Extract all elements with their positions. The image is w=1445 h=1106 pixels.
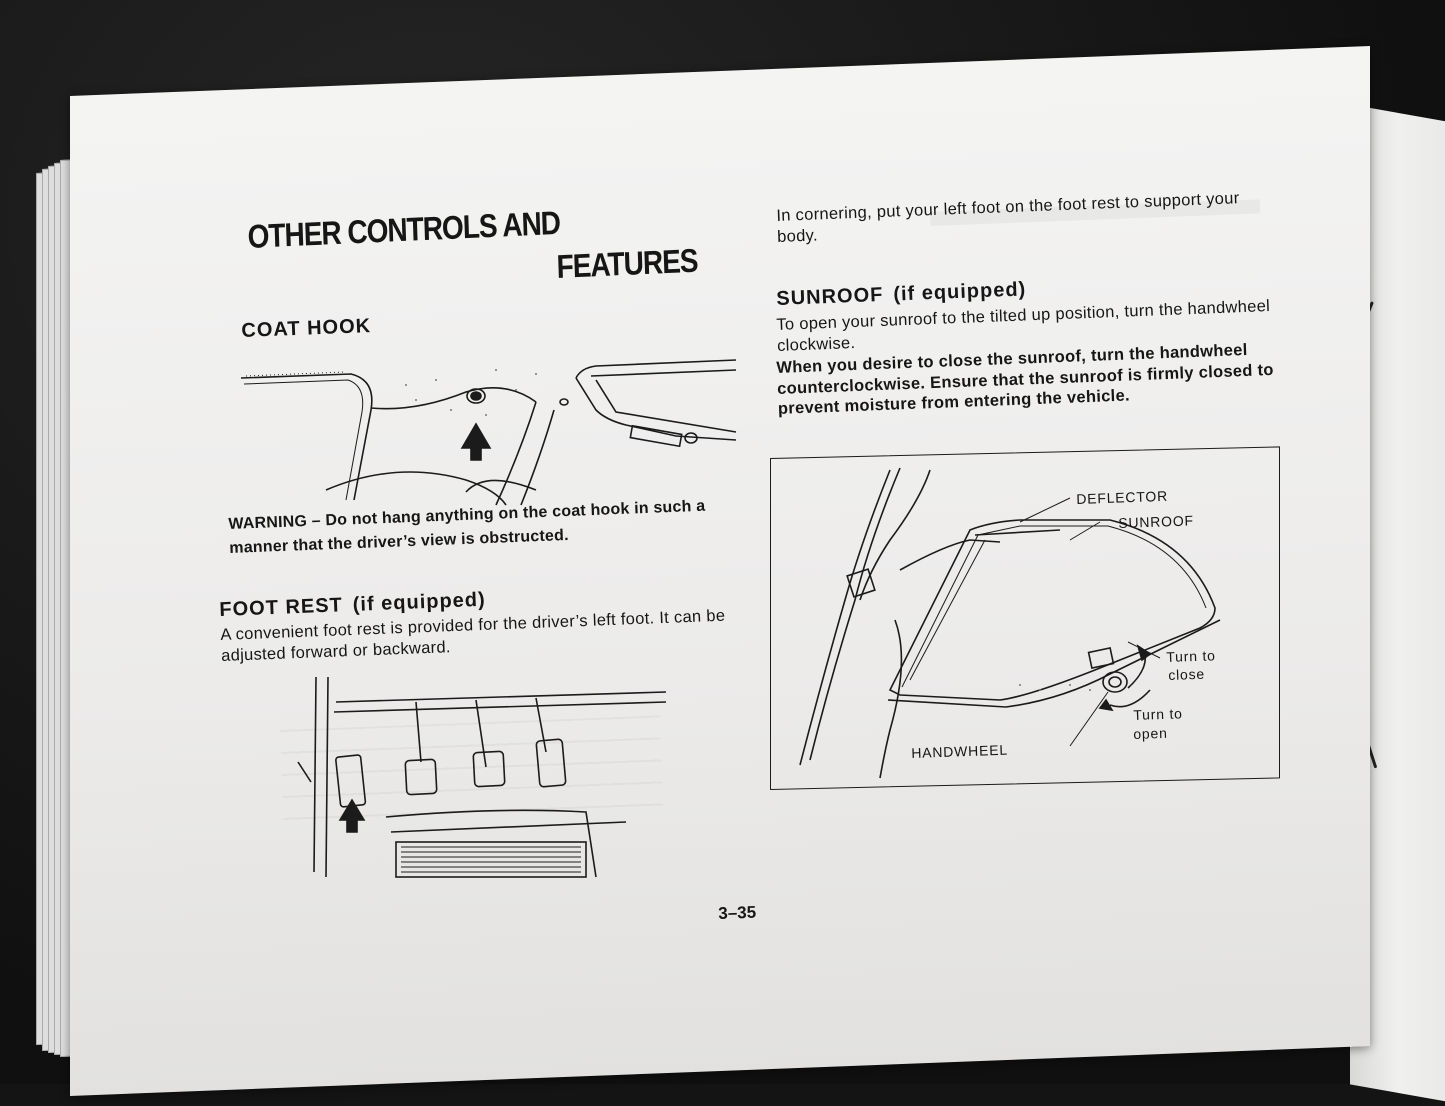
page-number: 3–35	[718, 902, 757, 923]
page-title-line-2: FEATURES	[556, 241, 699, 285]
coat-hook-illustration	[240, 359, 737, 506]
sunroof-heading-main: SUNROOF	[776, 283, 884, 310]
label-handwheel: HANDWHEEL	[911, 741, 1009, 761]
page-title-line-1: OTHER CONTROLS AND	[247, 203, 561, 255]
foot-rest-illustration	[297, 676, 667, 878]
foot-rest-heading-main: FOOT REST	[219, 594, 344, 621]
sunroof-diagram-drawing	[799, 467, 1221, 779]
cornering-text: In cornering, put your left foot on the …	[776, 189, 1240, 246]
coat-hook-heading: COAT HOOK	[241, 315, 372, 342]
label-deflector: DEFLECTOR	[1076, 487, 1169, 507]
foot-rest-heading-note: (if equipped)	[352, 588, 487, 616]
sunroof-heading-note: (if equipped)	[892, 278, 1027, 306]
label-sunroof: SUNROOF	[1118, 512, 1195, 531]
label-turn-to-open-2: open	[1133, 724, 1168, 742]
label-turn-to-close-2: close	[1168, 665, 1206, 683]
label-turn-to-open-1: Turn to	[1133, 705, 1183, 723]
label-turn-to-close-1: Turn to	[1166, 647, 1216, 665]
